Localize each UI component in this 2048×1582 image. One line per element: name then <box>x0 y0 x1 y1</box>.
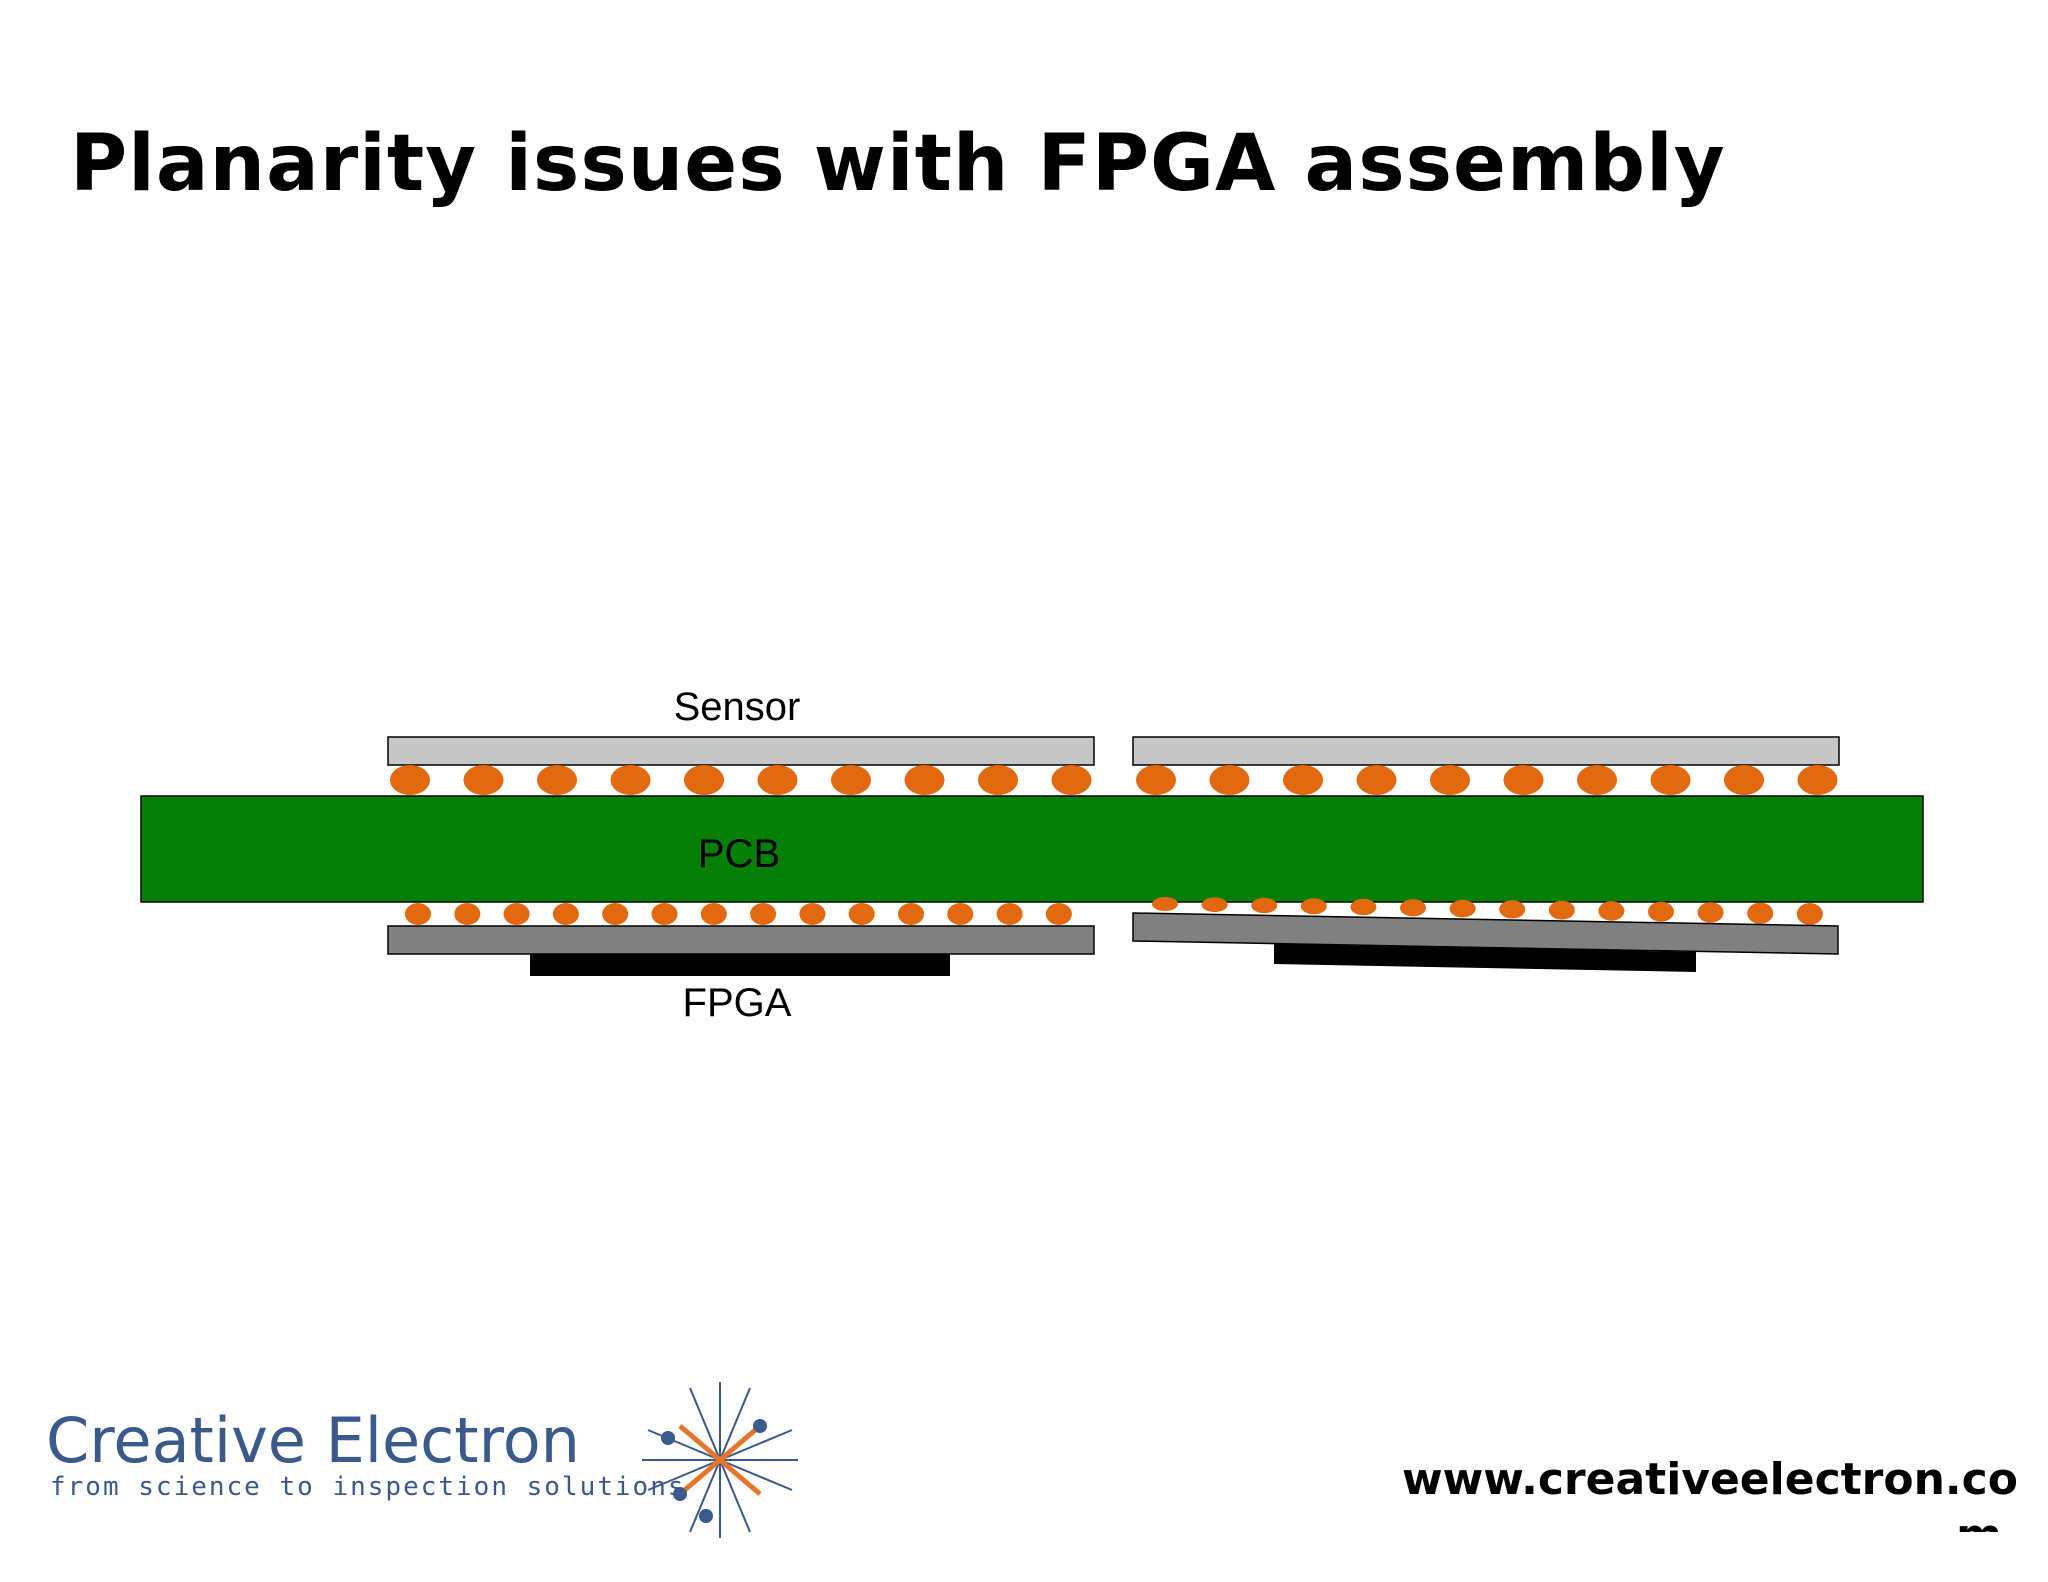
pcb-label: PCB <box>698 832 780 876</box>
logo-name: Creative Electron <box>46 1404 580 1477</box>
solder-ball <box>1598 901 1625 921</box>
website-url: www.creativeelectron.co <box>1402 1454 2018 1505</box>
solder-ball <box>1724 765 1764 795</box>
solder-ball <box>537 765 577 795</box>
solder-ball <box>552 903 579 925</box>
bottom-solder-balls-right <box>1152 897 1823 925</box>
solder-ball <box>651 903 678 925</box>
solder-ball <box>1356 765 1397 795</box>
solder-ball <box>1796 903 1823 925</box>
solder-ball <box>750 903 777 925</box>
solder-ball <box>1648 901 1674 922</box>
solder-ball <box>700 903 727 925</box>
fpga-substrate-left <box>387 925 1095 955</box>
solder-ball <box>757 765 798 795</box>
solder-ball <box>610 765 651 795</box>
solder-ball <box>1350 898 1377 916</box>
logo-tagline: from science to inspection solutions <box>50 1472 686 1502</box>
solder-ball <box>1650 765 1691 795</box>
website-url-wrap: m <box>1942 1514 2002 1532</box>
sensor-label: Sensor <box>674 685 801 729</box>
solder-ball <box>1051 765 1092 795</box>
top-solder-balls-left <box>390 765 1092 795</box>
solder-ball <box>996 903 1023 925</box>
solder-ball <box>390 765 430 795</box>
solder-ball <box>1577 765 1617 795</box>
solder-ball <box>1548 900 1575 920</box>
solder-ball <box>1449 899 1476 918</box>
fpga-die-left <box>530 954 950 976</box>
solder-ball <box>848 903 875 925</box>
solder-ball <box>602 903 629 925</box>
solder-ball <box>1136 765 1176 795</box>
solder-ball <box>1152 897 1178 911</box>
solder-ball <box>1430 765 1470 795</box>
creative-electron-logo: Creative Electron from science to inspec… <box>46 1382 798 1538</box>
solder-ball <box>1283 765 1323 795</box>
sensor-board-left <box>387 736 1095 766</box>
page-title: Planarity issues with FPGA assembly <box>70 119 1726 209</box>
solder-ball <box>947 903 974 925</box>
solder-ball <box>454 903 481 925</box>
top-solder-balls-right <box>1136 765 1838 795</box>
solder-ball <box>1400 899 1426 917</box>
solder-ball <box>1747 902 1774 924</box>
solder-ball <box>1697 902 1724 923</box>
solder-ball <box>1045 903 1072 925</box>
fpga-die-right-tilted <box>1274 944 1696 972</box>
solder-ball <box>1201 897 1228 913</box>
electron-star-icon <box>642 1382 798 1538</box>
solder-ball <box>1209 765 1250 795</box>
solder-ball <box>978 765 1018 795</box>
pcb-board <box>140 795 1924 903</box>
solder-ball <box>898 903 924 925</box>
solder-ball <box>831 765 871 795</box>
solder-ball <box>463 765 504 795</box>
solder-ball <box>799 903 826 925</box>
solder-ball <box>1300 898 1327 915</box>
solder-ball <box>904 765 945 795</box>
solder-ball <box>405 903 431 925</box>
fpga-label: FPGA <box>683 981 792 1025</box>
solder-ball <box>1499 900 1526 919</box>
fpga-substrate-right-tilted <box>1132 912 1839 955</box>
solder-ball <box>503 903 530 925</box>
solder-ball <box>1797 765 1838 795</box>
solder-ball <box>1251 897 1278 914</box>
solder-ball <box>1503 765 1544 795</box>
bottom-solder-balls-left <box>405 903 1072 925</box>
sensor-board-right <box>1132 736 1840 766</box>
solder-ball <box>684 765 724 795</box>
